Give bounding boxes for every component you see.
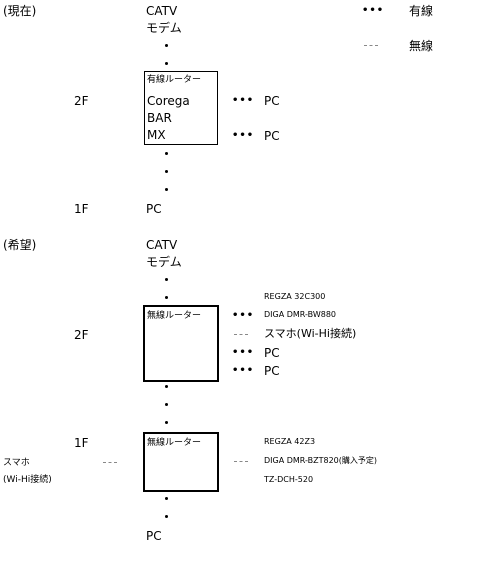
current-router-line: MX — [147, 128, 166, 142]
desired-modem-label: モデム — [146, 255, 182, 269]
current-pc-2f-2: PC — [264, 129, 280, 143]
connector-dot — [165, 278, 168, 281]
wired-link: ••• — [232, 347, 255, 358]
connector-dot — [165, 385, 168, 388]
device-tz-dch-520: TZ-DCH-520 — [264, 475, 314, 484]
connector-dot — [165, 152, 168, 155]
desired-pc-bottom: PC — [146, 529, 162, 543]
device-smartphone-2f: スマホ(Wi-Hi接続) — [264, 327, 357, 340]
current-floor-1f: 1F — [74, 202, 89, 216]
legend-wired-label: 有線 — [409, 4, 434, 18]
desired-catv-label: CATV — [146, 238, 178, 252]
current-pc-1f: PC — [146, 202, 162, 216]
current-pc-2f-1: PC — [264, 94, 280, 108]
smartphone-connection-label: (Wi-Hi接続) — [3, 475, 52, 485]
connector-dot — [165, 403, 168, 406]
wired-link: ••• — [232, 365, 255, 376]
device-regza-32c300: REGZA 32C300 — [264, 292, 326, 301]
wired-link: ••• — [232, 310, 255, 321]
current-modem-label: モデム — [146, 21, 182, 35]
wireless-link — [234, 334, 248, 335]
current-floor-2f: 2F — [74, 94, 89, 108]
desired-2f-wireless-router: 無線ルーター — [143, 305, 219, 382]
connector-dot — [165, 62, 168, 65]
current-router-line: BAR — [147, 111, 172, 125]
wired-link: ••• — [232, 130, 255, 141]
device-diga-bzt820: DIGA DMR-BZT820(購入予定) — [264, 456, 377, 465]
current-heading: (現在) — [3, 4, 37, 18]
current-router-title: 有線ルーター — [147, 75, 202, 85]
connector-dot — [165, 296, 168, 299]
connector-dot — [165, 497, 168, 500]
desired-router-1f-title: 無線ルーター — [147, 438, 202, 448]
connector-dot — [165, 44, 168, 47]
legend-wired-symbol: ••• — [362, 5, 385, 16]
connector-dot — [165, 170, 168, 173]
desired-floor-2f: 2F — [74, 328, 89, 342]
current-router-line: Corega — [147, 94, 190, 108]
current-wired-router: 有線ルーター Corega BAR MX — [144, 71, 218, 145]
wired-link: ••• — [232, 95, 255, 106]
device-pc-2f-2: PC — [264, 364, 280, 378]
connector-dot — [165, 188, 168, 191]
wireless-link — [234, 461, 248, 462]
device-pc-2f-1: PC — [264, 346, 280, 360]
current-catv-label: CATV — [146, 4, 178, 18]
legend-wireless-symbol — [364, 45, 378, 46]
wireless-link — [103, 462, 117, 463]
connector-dot — [165, 421, 168, 424]
device-regza-42z3: REGZA 42Z3 — [264, 437, 316, 446]
desired-1f-wireless-router: 無線ルーター — [143, 432, 219, 492]
desired-heading: (希望) — [3, 238, 37, 252]
desired-router-2f-title: 無線ルーター — [147, 311, 202, 321]
legend-wireless-label: 無線 — [409, 39, 434, 53]
smartphone-label: スマホ — [3, 458, 30, 468]
desired-floor-1f: 1F — [74, 436, 89, 450]
device-diga-bw880: DIGA DMR-BW880 — [264, 310, 337, 319]
connector-dot — [165, 515, 168, 518]
